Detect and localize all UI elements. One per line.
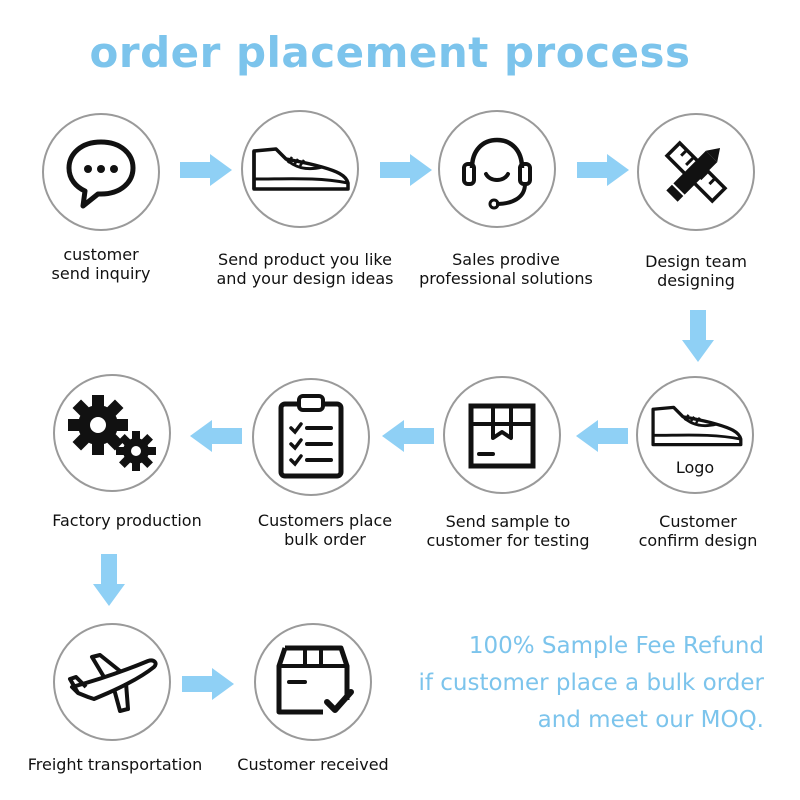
arrow-down-icon: [93, 554, 125, 606]
arrow-shape: [180, 154, 232, 186]
step-label: Customers place bulk order: [257, 511, 393, 549]
step-label: Freight transportation: [27, 755, 203, 774]
shoe-logo-icon: [651, 405, 743, 447]
step-label: customer send inquiry: [51, 245, 151, 283]
step-circle: [53, 623, 171, 741]
step-circle: [241, 110, 359, 228]
clipboard-checklist-icon: [278, 394, 344, 479]
step-circle: [637, 113, 755, 231]
arrow-right-icon: [180, 154, 232, 186]
step-label: Customer confirm design: [638, 512, 758, 550]
step-label: Design team designing: [645, 252, 747, 290]
note-line: if customer place a bulk order: [418, 670, 764, 696]
logo-text: Logo: [675, 458, 715, 477]
pencil-ruler-icon: [664, 140, 728, 204]
arrow-left-icon: [382, 420, 434, 452]
airplane-icon: [68, 653, 158, 713]
shoe-icon: [252, 147, 350, 191]
step-circle: [254, 623, 372, 741]
page-title: order placement process: [89, 28, 691, 77]
arrow-shape: [380, 154, 432, 186]
step-circle: [42, 113, 160, 231]
chat-bubble-icon: [66, 139, 136, 209]
arrow-shape: [576, 420, 628, 452]
headset-icon: [462, 137, 532, 210]
arrow-shape: [682, 310, 714, 362]
step-circle: Logo: [636, 376, 754, 494]
arrow-right-icon: [182, 668, 234, 700]
arrow-shape: [577, 154, 629, 186]
arrow-down-icon: [682, 310, 714, 362]
box-check-icon: [276, 645, 354, 715]
step-circle: [438, 110, 556, 228]
step-label: Factory production: [52, 511, 202, 530]
step-label: Send product you like and your design id…: [216, 250, 394, 288]
gears-icon: [68, 395, 156, 471]
note-line: 100% Sample Fee Refund: [468, 633, 764, 659]
arrow-shape: [93, 554, 125, 606]
step-circle: [53, 374, 171, 492]
arrow-shape: [382, 420, 434, 452]
step-label: Sales prodive professional solutions: [419, 250, 593, 288]
arrow-left-icon: [576, 420, 628, 452]
refund-note: 100% Sample Fee Refund if customer place…: [418, 628, 764, 739]
package-box-icon: [468, 403, 536, 469]
arrow-right-icon: [577, 154, 629, 186]
step-circle: [252, 378, 370, 496]
step-label: Customer received: [237, 755, 389, 774]
arrow-right-icon: [380, 154, 432, 186]
arrow-shape: [190, 420, 242, 452]
note-line: and meet our MOQ.: [537, 707, 764, 733]
arrow-shape: [182, 668, 234, 700]
arrow-left-icon: [190, 420, 242, 452]
step-circle: [443, 376, 561, 494]
step-label: Send sample to customer for testing: [426, 512, 590, 550]
